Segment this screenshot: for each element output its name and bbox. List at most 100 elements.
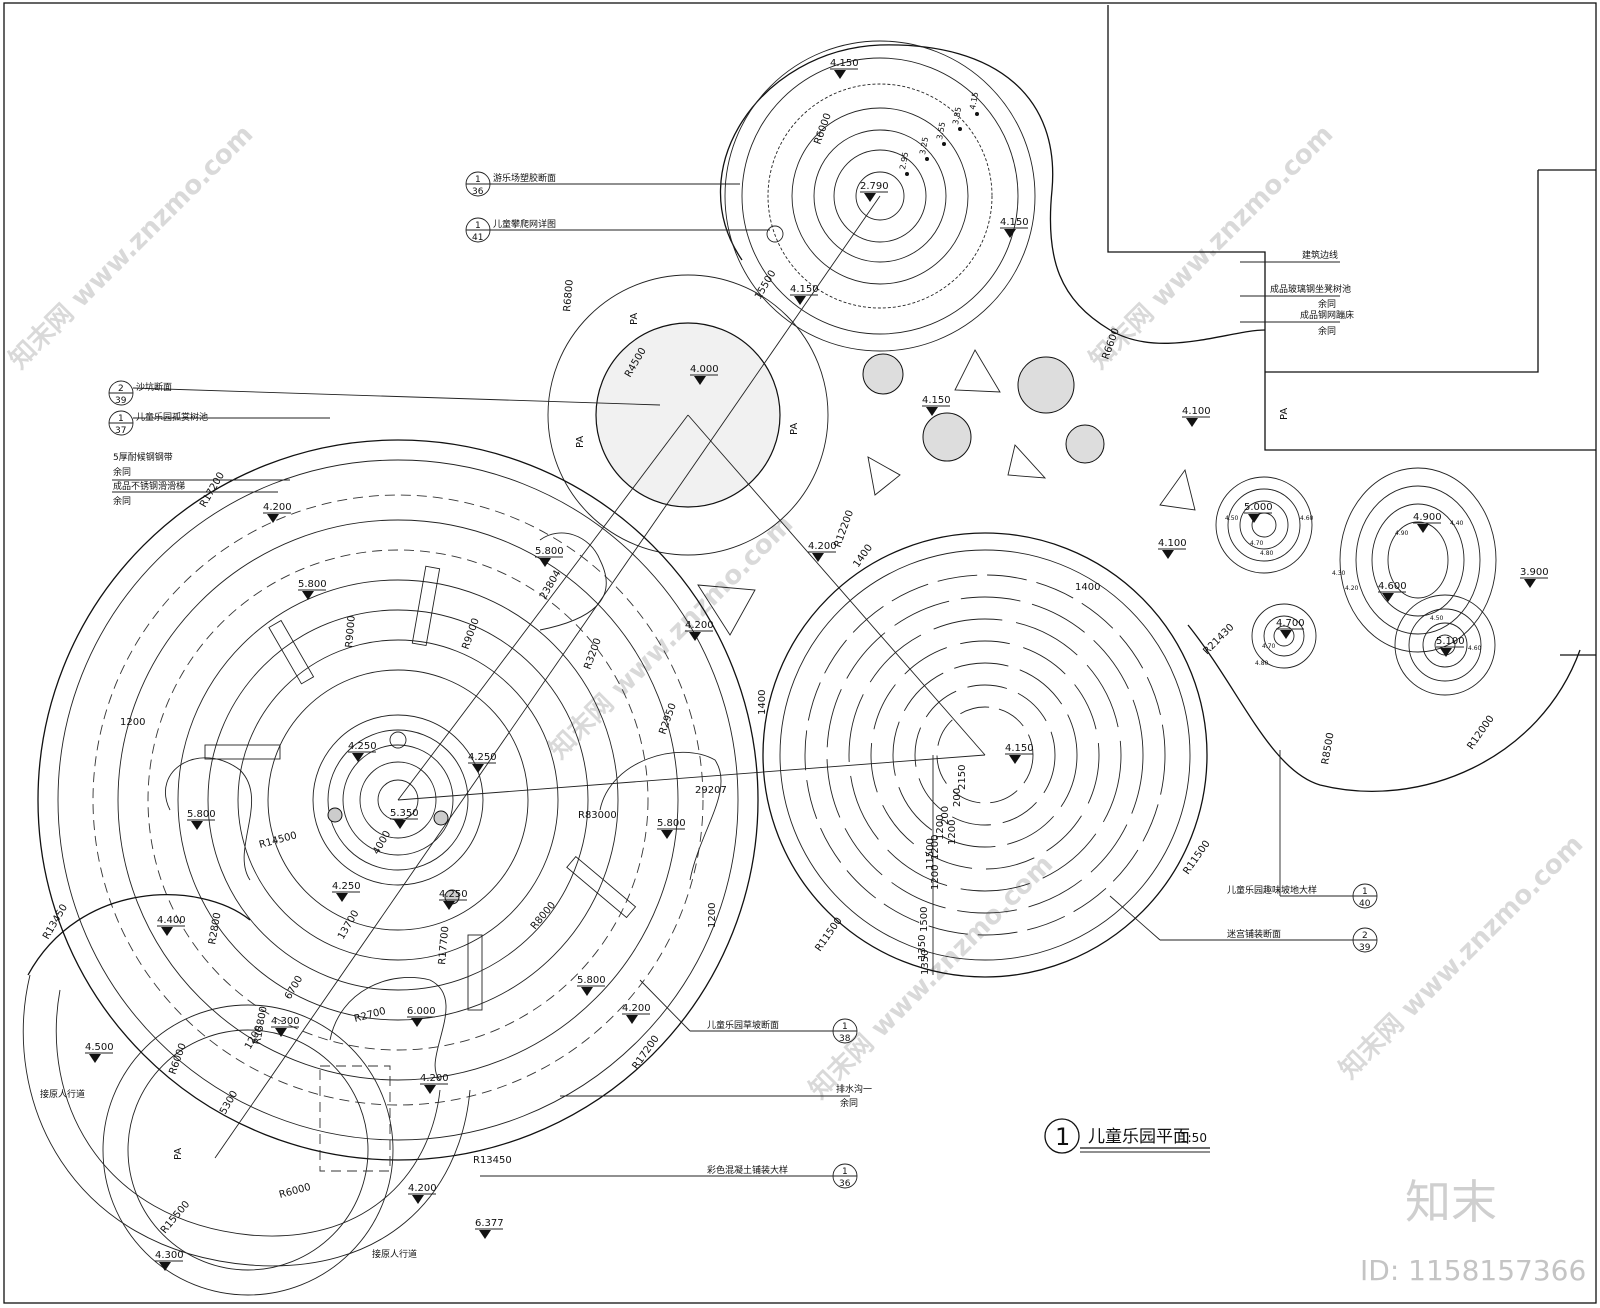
elevation-triangle bbox=[1280, 630, 1292, 639]
dimension-label: 2150 bbox=[957, 765, 968, 790]
elevation-value: 4.200 bbox=[622, 1003, 651, 1014]
callout-top: 1 bbox=[475, 221, 481, 231]
contour-label: 4.15 bbox=[968, 91, 980, 110]
elevation-marker: 4.150 bbox=[790, 284, 819, 305]
dimension-label: 4000 bbox=[371, 829, 393, 857]
pa-label-1: PA bbox=[629, 313, 640, 325]
callout-bottom: 39 bbox=[1359, 943, 1371, 953]
callout-label: 儿童乐园草坡断面 bbox=[707, 1019, 779, 1031]
callout-label: 儿童乐园孤赏树池 bbox=[136, 411, 208, 423]
elevation-marker: 5.350 bbox=[390, 808, 419, 829]
callout-top: 1 bbox=[1362, 887, 1368, 897]
watermark-1: 知末网 www.znzmo.com bbox=[4, 119, 259, 374]
elevation-triangle bbox=[1186, 418, 1198, 427]
elevation-triangle bbox=[267, 514, 279, 523]
elevation-value: 4.200 bbox=[808, 541, 837, 552]
elevation-triangle bbox=[626, 1015, 638, 1024]
notes-left: 5厚耐候钢钢带 余同 成品不锈钢滑滑梯 余同 bbox=[113, 451, 185, 507]
callout-label: 彩色混凝土铺装大样 bbox=[707, 1164, 788, 1176]
plan-number: 1 bbox=[1055, 1123, 1070, 1151]
brand-block: 知末 ID: 1158157366 bbox=[1360, 1175, 1586, 1287]
note-sidewalk-2: 接原人行道 bbox=[372, 1248, 417, 1260]
note-sidewalk-1: 接原人行道 bbox=[40, 1088, 85, 1100]
elevation-marker: 3.900 bbox=[1520, 567, 1549, 588]
elevation-marker: 4.300 bbox=[271, 1016, 300, 1037]
drawing-frame bbox=[3, 2, 1597, 1304]
elevation-marker: 4.200 bbox=[408, 1183, 437, 1204]
elevation-triangle bbox=[834, 70, 846, 79]
dimension-label: 1400 bbox=[757, 690, 768, 715]
contour-label: 3.55 bbox=[935, 121, 947, 140]
elevation-triangle bbox=[689, 632, 701, 641]
elevation-triangle bbox=[581, 987, 593, 996]
elevation-marker: 5.800 bbox=[577, 975, 606, 996]
mound-contour-label: 4.40 bbox=[1450, 520, 1464, 527]
dimension-label: 1200 bbox=[930, 835, 941, 860]
callout-label: 游乐场塑胶断面 bbox=[493, 172, 556, 184]
radius-label: R15500 bbox=[159, 1199, 192, 1236]
brand-id: ID: 1158157366 bbox=[1360, 1254, 1586, 1287]
elevation-marker: 4.250 bbox=[348, 741, 377, 762]
contour-label: 3.85 bbox=[951, 106, 963, 125]
callout-bottom: 40 bbox=[1359, 899, 1371, 909]
dimension-label: 1200 bbox=[935, 815, 946, 840]
pa-label-5: PA bbox=[173, 1148, 184, 1160]
elevation-value: 5.800 bbox=[535, 546, 564, 557]
dimension-label: 29207 bbox=[695, 785, 727, 796]
pa-label-4: PA bbox=[1279, 408, 1290, 420]
callout-top: 1 bbox=[118, 414, 124, 424]
radius-label: R17200 bbox=[198, 470, 227, 509]
callout-top: 1 bbox=[842, 1022, 848, 1032]
mound-contour-label: 4.80 bbox=[1255, 660, 1269, 667]
elevation-marker: 5.800 bbox=[298, 579, 327, 600]
dimension-label: 1200 bbox=[947, 820, 958, 845]
elevation-value: 6.000 bbox=[407, 1006, 436, 1017]
elevation-triangle bbox=[864, 193, 876, 202]
dimension-label: 5300 bbox=[218, 1089, 240, 1117]
note-drain: 排水沟一 bbox=[836, 1083, 872, 1095]
elevation-marker: 4.400 bbox=[157, 915, 186, 936]
elevation-value: 4.250 bbox=[348, 741, 377, 752]
dimension-label: 1200 bbox=[930, 865, 941, 890]
elevation-triangle bbox=[794, 296, 806, 305]
dimension-label: 1350 bbox=[917, 935, 928, 960]
note-slide: 成品不锈钢滑滑梯 bbox=[113, 480, 185, 492]
notes-right: 建筑边线 成品玻璃钢坐凳树池 余同 成品钢网蹦床 余同 bbox=[1270, 249, 1354, 337]
notes-bottom: 排水沟一 余同 接原人行道 接原人行道 bbox=[40, 1083, 872, 1260]
radius-label: R17200 bbox=[630, 1034, 661, 1072]
note-same-2: 余同 bbox=[113, 495, 131, 507]
radius-label: R14500 bbox=[258, 830, 298, 851]
radius-label: R17700 bbox=[437, 926, 451, 966]
elevation-marker: 4.000 bbox=[690, 364, 719, 385]
elevation-triangle bbox=[336, 893, 348, 902]
mound-area bbox=[1187, 467, 1581, 792]
elevation-triangle bbox=[161, 927, 173, 936]
mound-contour-label: 4.50 bbox=[1430, 615, 1444, 622]
elevation-marker: 4.100 bbox=[1182, 406, 1211, 427]
elevation-triangle bbox=[443, 901, 455, 910]
elevation-value: 4.700 bbox=[1276, 618, 1305, 629]
elevation-marker: 4.150 bbox=[922, 395, 951, 416]
radius-label: R13450 bbox=[473, 1155, 512, 1166]
elevation-triangle bbox=[89, 1054, 101, 1063]
dimension-label: 13700 bbox=[336, 908, 361, 941]
elevation-value: 4.250 bbox=[332, 881, 361, 892]
elevation-triangle bbox=[1382, 593, 1394, 602]
note-same-3: 余同 bbox=[1318, 298, 1336, 310]
elevation-marker: 5.800 bbox=[535, 546, 564, 567]
callout-top: 2 bbox=[118, 384, 124, 394]
maze-area bbox=[762, 532, 1208, 978]
elevation-marker: 4.600 bbox=[1378, 581, 1407, 602]
elevation-marker: 2.790 bbox=[860, 181, 889, 202]
callout-top: 2 bbox=[1362, 931, 1368, 941]
callout-label: 儿童乐园趣味坡地大样 bbox=[1227, 884, 1317, 896]
elevation-triangle bbox=[1417, 524, 1429, 533]
callout-label: 沙坑断面 bbox=[136, 381, 172, 393]
elevation-value: 4.300 bbox=[271, 1016, 300, 1027]
watermark-5: 知末网 www.znzmo.com bbox=[1334, 829, 1589, 1084]
